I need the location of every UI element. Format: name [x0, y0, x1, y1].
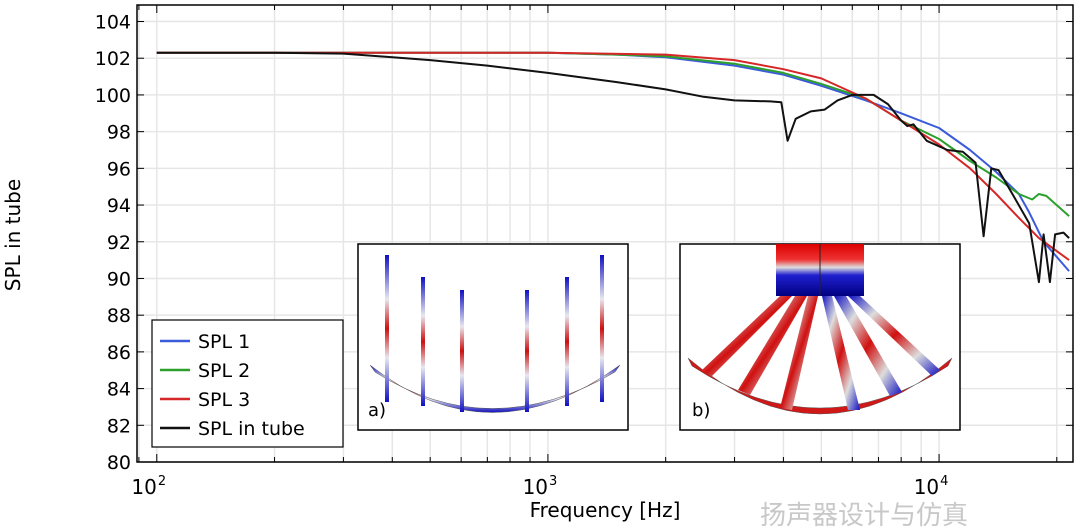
legend: SPL 1 SPL 2 SPL 3 SPL in tube	[151, 319, 344, 448]
legend-entry: SPL 2	[198, 360, 250, 382]
inset-a: a)	[357, 243, 629, 431]
x-tick-label: 102	[131, 474, 166, 499]
series-line-spl-2	[156, 51, 1070, 217]
y-tick-label: 104	[95, 12, 131, 34]
y-tick-label: 90	[107, 268, 131, 290]
y-tick-label: 94	[107, 195, 131, 217]
inset-a-label: a)	[368, 400, 386, 421]
watermark: 扬声器设计与仿真	[760, 501, 968, 527]
y-tick-label: 96	[107, 158, 131, 180]
diaphragm-shape	[369, 364, 621, 413]
y-axis-label: SPL in tube	[1, 179, 25, 291]
y-tick-label: 84	[107, 379, 131, 401]
legend-entry: SPL in tube	[198, 418, 305, 440]
plot-frame	[136, 4, 1074, 463]
legend-entry: SPL 3	[198, 389, 250, 411]
y-tick-label: 82	[107, 415, 131, 437]
x-tick-label: 103	[523, 474, 558, 499]
inset-b-label: b)	[692, 400, 710, 421]
y-tick-label: 100	[95, 85, 131, 107]
legend-entry: SPL 1	[198, 331, 250, 353]
x-tick-label: 104	[914, 474, 949, 499]
x-axis-label: Frequency [Hz]	[530, 498, 681, 522]
y-tick-label: 92	[107, 232, 131, 254]
series-line-spl-3	[156, 51, 1070, 261]
y-tick-label: 88	[107, 305, 131, 327]
y-tick-label: 86	[107, 342, 131, 364]
y-tick-label: 102	[95, 48, 131, 70]
inset-b: b)	[679, 243, 961, 431]
y-tick-label: 98	[107, 122, 131, 144]
series-line-spl-1	[156, 51, 1070, 272]
y-tick-label: 80	[107, 452, 131, 474]
series-line-spl-in-tube	[156, 51, 1070, 284]
